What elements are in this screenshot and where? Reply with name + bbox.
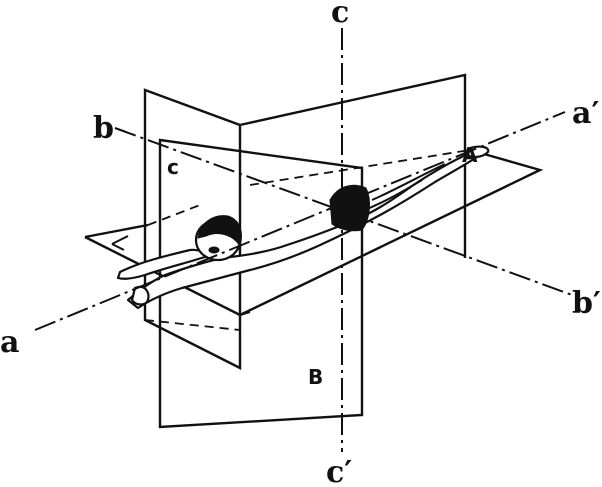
- label-plane-B: B: [308, 365, 323, 389]
- label-c-top: c: [331, 0, 349, 30]
- label-plane-A: A: [462, 143, 478, 167]
- plane-A-arrow: [111, 235, 129, 251]
- axis-b: [114, 127, 573, 296]
- axis-a: [34, 111, 566, 331]
- label-b-right: b′: [572, 286, 601, 321]
- label-a-right: a′: [572, 96, 599, 131]
- label-a-left: a: [0, 325, 19, 360]
- label-b-left: b: [93, 111, 114, 146]
- frontal-plane: [143, 73, 467, 370]
- label-c-plane: c: [167, 155, 179, 179]
- label-c-bottom: c′: [326, 455, 352, 487]
- axes: [34, 28, 573, 452]
- sagittal-plane-B: [158, 138, 364, 429]
